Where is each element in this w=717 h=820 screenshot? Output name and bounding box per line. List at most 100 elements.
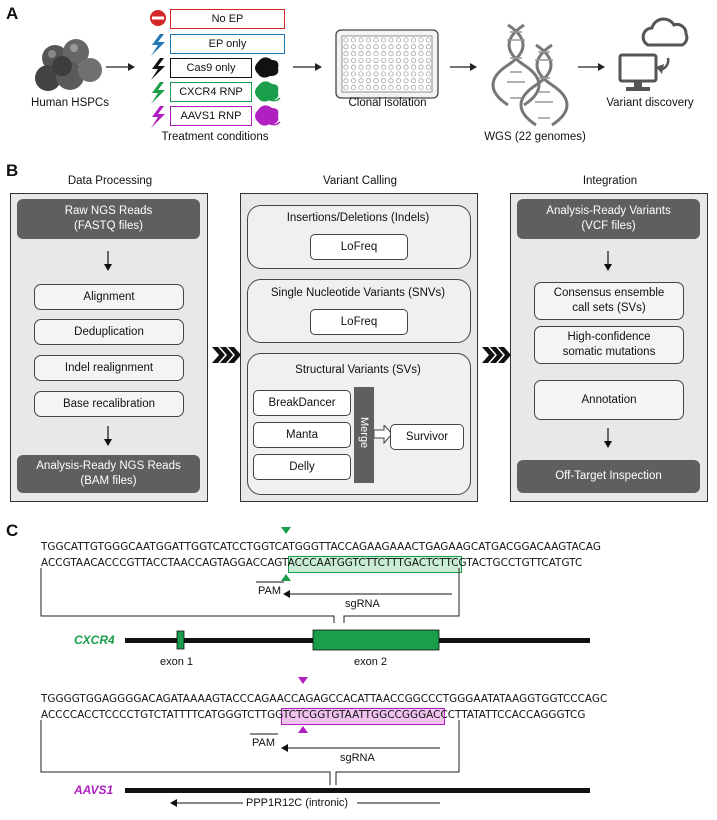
step-high-confidence: High-confidence somatic mutations — [534, 326, 684, 364]
well — [425, 64, 432, 70]
treatment-label: Treatment conditions — [161, 131, 269, 143]
condition-cas9-only: Cas9 only — [170, 58, 252, 78]
bam-reads-box: Analysis-Ready NGS Reads (BAM files) — [17, 455, 200, 493]
aavs1-sgrna-highlight — [281, 708, 445, 725]
well — [343, 51, 349, 57]
cut-site-marker — [298, 677, 308, 684]
well — [343, 78, 349, 84]
well — [403, 85, 409, 91]
well — [395, 51, 402, 57]
condition-aavs1-rnp: AAVS1 RNP — [170, 106, 252, 126]
well — [403, 64, 409, 70]
well — [343, 44, 349, 50]
intron-label: PPP1R12C (intronic) — [243, 797, 352, 809]
col3-title: Integration — [582, 175, 638, 187]
well — [380, 78, 387, 84]
well — [418, 64, 424, 70]
computer-cloud-icon — [618, 17, 689, 91]
panel-c-label: C — [6, 521, 19, 540]
zoom-bracket — [40, 720, 460, 785]
well — [358, 37, 364, 43]
well — [388, 71, 394, 77]
well — [425, 71, 432, 77]
well — [388, 57, 394, 63]
well — [388, 37, 394, 43]
well — [403, 37, 409, 43]
well — [425, 85, 432, 91]
sv-tool-manta: Manta — [253, 422, 351, 448]
well — [343, 57, 349, 63]
snvs-tool: LoFreq — [310, 309, 408, 335]
condition-no-ep: No EP — [170, 9, 285, 29]
exon1-label: exon 1 — [160, 656, 194, 668]
vcf-variants-box: Analysis-Ready Variants (VCF files) — [517, 199, 700, 239]
well — [418, 37, 424, 43]
panel-a-label: A — [6, 4, 19, 23]
well — [380, 64, 387, 70]
well — [365, 44, 372, 50]
condition-cxcr4-rnp: CXCR4 RNP — [170, 82, 252, 102]
well — [350, 51, 357, 57]
clonal-label: Clonal isolation — [348, 97, 427, 109]
well — [380, 51, 387, 57]
well — [418, 44, 424, 50]
well — [365, 64, 372, 70]
aavs1-seq-top: TGGGGTGGAGGGGACAGATAAAAGTACCCAGAACCAGAGC… — [41, 693, 608, 705]
well — [410, 85, 417, 91]
well — [373, 71, 379, 77]
well — [343, 85, 349, 91]
aavs1-seq-bottom: ACCCCACCTCCCCTGTCTATTTTCATGGGTCTTGGTCTCG… — [41, 709, 586, 721]
well — [380, 44, 387, 50]
well — [410, 64, 417, 70]
merge-label: Merge — [358, 417, 370, 449]
well — [410, 44, 417, 50]
well — [403, 51, 409, 57]
snvs-title: Single Nucleotide Variants (SNVs) — [270, 287, 446, 299]
indels-tool: LoFreq — [310, 234, 408, 260]
well — [418, 78, 424, 84]
well — [365, 37, 372, 43]
step-base-recalibration: Base recalibration — [34, 391, 184, 417]
well — [350, 64, 357, 70]
hspc-cells-icon — [35, 39, 102, 91]
well — [418, 51, 424, 57]
well — [365, 78, 372, 84]
well — [373, 64, 379, 70]
well — [410, 57, 417, 63]
well — [358, 57, 364, 63]
well — [410, 37, 417, 43]
well — [388, 51, 394, 57]
exon2-block — [312, 629, 440, 651]
step-annotation: Annotation — [534, 380, 684, 420]
well — [343, 71, 349, 77]
cxcr4-gene-label: CXCR4 — [74, 633, 115, 647]
well — [380, 71, 387, 77]
panel-b-label: B — [6, 161, 19, 180]
aavs1-gene-label: AAVS1 — [74, 783, 114, 797]
well — [350, 78, 357, 84]
bolt-icon-black — [151, 58, 165, 80]
well — [395, 71, 402, 77]
exon2-label: exon 2 — [354, 656, 388, 668]
sv-tool-breakdancer: BreakDancer — [253, 390, 351, 416]
step-indel-realignment: Indel realignment — [34, 355, 184, 381]
merge-bar — [354, 387, 374, 483]
step-consensus: Consensus ensemble call sets (SVs) — [534, 282, 684, 320]
well — [365, 85, 372, 91]
well — [358, 78, 364, 84]
well — [410, 51, 417, 57]
well — [395, 64, 402, 70]
bolt-icon-purple — [151, 106, 165, 128]
well — [395, 37, 402, 43]
cxcr4-seq-bottom: ACCGTAACACCCGTTACCTAACCAGTAGGACCAGTACCCA… — [41, 557, 583, 569]
step-alignment: Alignment — [34, 284, 184, 310]
bolt-icon-blue — [151, 34, 165, 56]
well — [358, 51, 364, 57]
cas9-rnp-purple-icon — [255, 105, 281, 126]
panel-a-graphics — [35, 10, 689, 128]
chevron-right-icon — [482, 347, 511, 363]
variant-label: Variant discovery — [606, 97, 694, 109]
exon1-block — [176, 630, 185, 650]
hspc-label: Human HSPCs — [31, 97, 109, 109]
wgs-label: WGS (22 genomes) — [484, 131, 586, 143]
